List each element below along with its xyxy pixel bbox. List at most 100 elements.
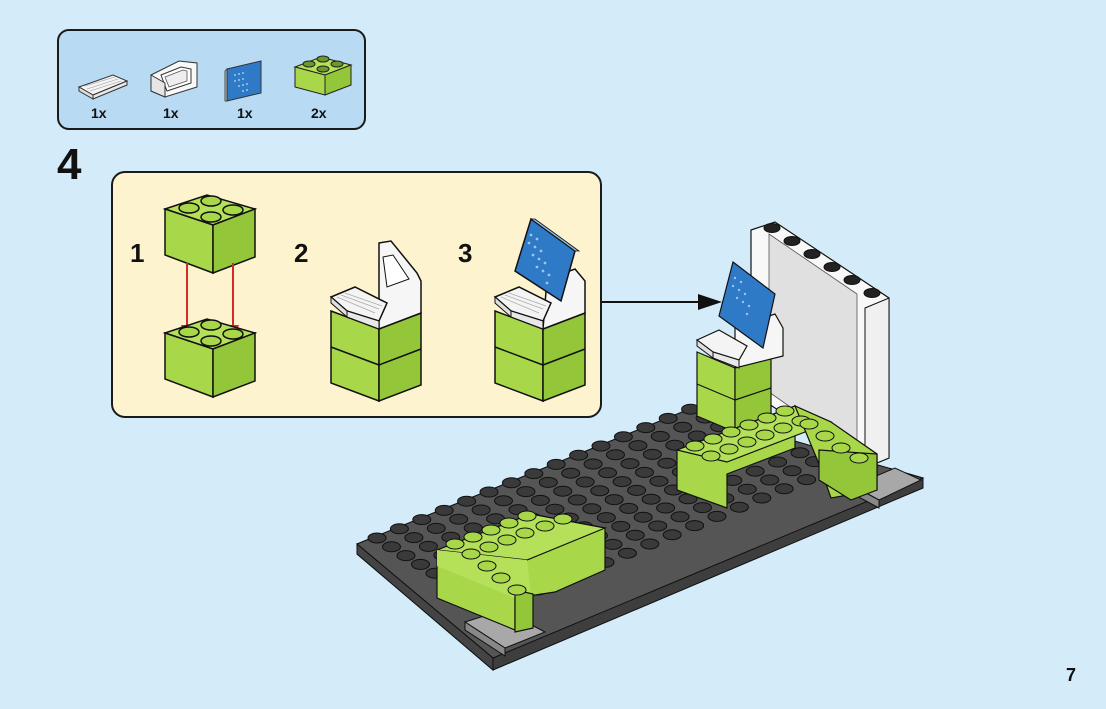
stud [479,541,499,553]
stud [701,450,721,462]
stud [491,572,511,584]
stud [636,422,656,434]
substep-1-illustration [162,194,258,399]
stud [774,483,794,495]
stud [553,513,573,525]
stud [535,520,555,532]
stud [737,436,757,448]
computer-station [695,260,784,433]
lime-brick-icon [293,55,353,96]
stud [389,523,409,535]
stud [620,458,640,470]
stud [461,548,481,560]
lower-brick [162,318,258,399]
stud [546,458,566,470]
stud [831,442,851,454]
stud [517,510,537,522]
part-brick-2x2: 2x [293,39,363,129]
stud [591,440,611,452]
stud [633,511,653,523]
part-quantity: 1x [163,105,179,121]
stud [797,474,817,486]
stud [411,558,430,570]
stud [790,447,810,459]
stud [773,422,793,434]
stud [649,475,669,487]
stud [737,483,757,495]
stud [648,520,668,532]
stud [603,538,623,550]
stud [782,465,802,477]
main-model-illustration [356,221,925,672]
substep-number-2: 2 [294,238,309,268]
stud [617,547,637,559]
substep-number-1: 1 [130,238,145,268]
stud [673,421,693,433]
stud [611,520,631,532]
upper-brick [162,194,258,275]
parts-list-box: 1x 1x 1x [57,29,366,130]
step-number: 4 [57,140,82,189]
stud [757,412,777,424]
stud [739,419,759,431]
laptop-screen-icon [224,60,262,102]
stud [569,449,589,461]
substep-2-illustration [329,240,422,403]
stud [575,476,595,488]
stud [598,467,618,479]
stud [628,440,648,452]
front-bench-studs [445,510,573,596]
stud [545,503,565,515]
stud [606,449,625,461]
stud [582,503,602,515]
substep-box: 1 2 3 [111,171,602,418]
stud [596,512,616,524]
stud [707,510,727,522]
part-slope-frame: 1x [145,39,215,129]
stud [656,502,676,514]
stud [642,448,662,460]
stud [815,430,835,442]
stud [665,439,685,451]
stud [515,527,535,539]
stud [567,494,587,506]
stud [412,514,432,526]
stud [481,524,501,536]
part-quantity: 2x [311,105,327,121]
stud [662,529,682,541]
stud [799,418,819,430]
stud [657,457,677,469]
stud [658,412,678,424]
substep-number-3: 3 [458,238,473,268]
stud [553,485,573,497]
stud [494,495,513,507]
stud [499,517,519,529]
stud [445,538,465,550]
stud [745,465,765,477]
stud [434,504,454,516]
stud [619,502,639,514]
stud [625,529,645,541]
stud [627,484,647,496]
stud [729,501,749,513]
stud [703,433,723,445]
stud [561,467,581,479]
stud [507,584,527,596]
stud [612,476,632,488]
stud [650,430,670,442]
stud [530,494,550,506]
stud [752,492,772,504]
stud [760,474,780,486]
stud [604,494,624,506]
stud [719,443,739,455]
stud [524,468,544,480]
frame-brick-icon [150,60,198,98]
stud [670,511,690,523]
stud [501,477,521,489]
stud [463,522,483,534]
stud [768,456,788,468]
callout-arrow [602,294,722,310]
stud [479,486,499,498]
stud [396,550,416,562]
part-quantity: 1x [237,105,253,121]
